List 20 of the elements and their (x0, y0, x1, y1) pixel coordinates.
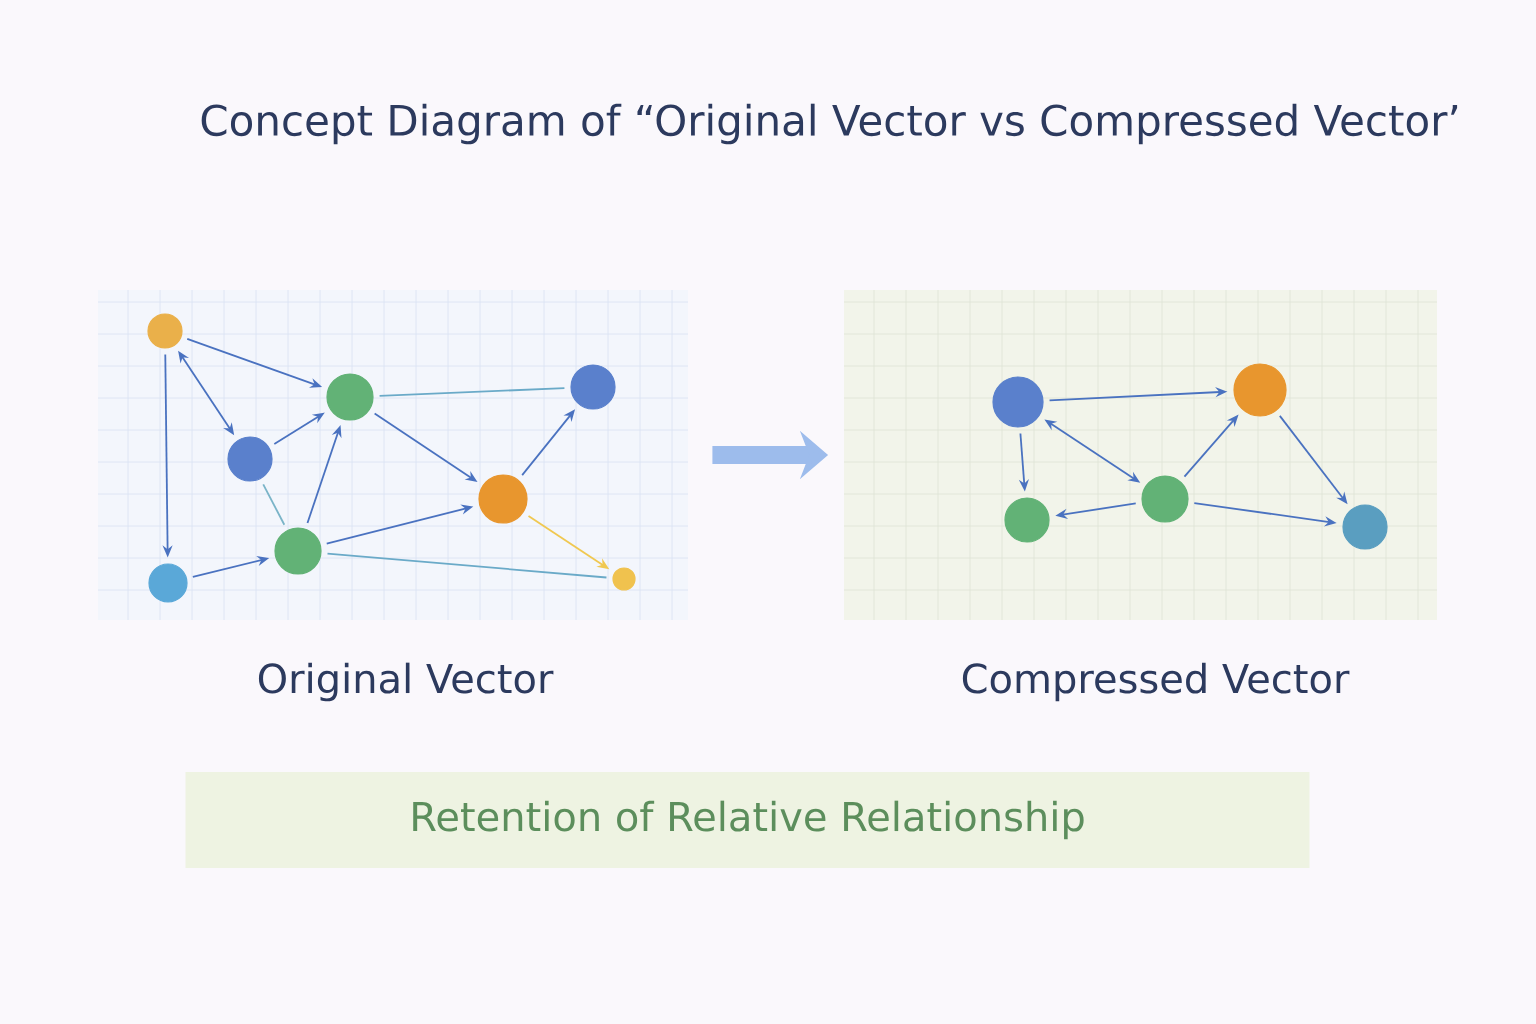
connector-line (326, 552, 608, 579)
circle-node (478, 474, 528, 524)
text-band: Retention of Relative Relationship (185, 772, 1310, 868)
circle-node (570, 364, 616, 410)
panel-caption: Compressed Vector (962, 662, 1350, 702)
connector-line (378, 387, 566, 397)
circle-node (326, 373, 374, 421)
panel-caption: Original Vector (258, 662, 554, 702)
circle-node (1141, 475, 1189, 523)
title: Concept Diagram of “Original Vector vs Compressed Vector’ (201, 103, 1458, 145)
circle-node (148, 563, 188, 603)
connector-line (262, 483, 286, 526)
circle-node (1233, 363, 1287, 417)
circle-node (1004, 497, 1050, 543)
circle-node (147, 313, 183, 349)
circle-node (992, 376, 1044, 428)
circle-node (612, 567, 636, 591)
circle-node (274, 527, 322, 575)
circle-node (227, 436, 273, 482)
circle-node (1342, 504, 1388, 550)
